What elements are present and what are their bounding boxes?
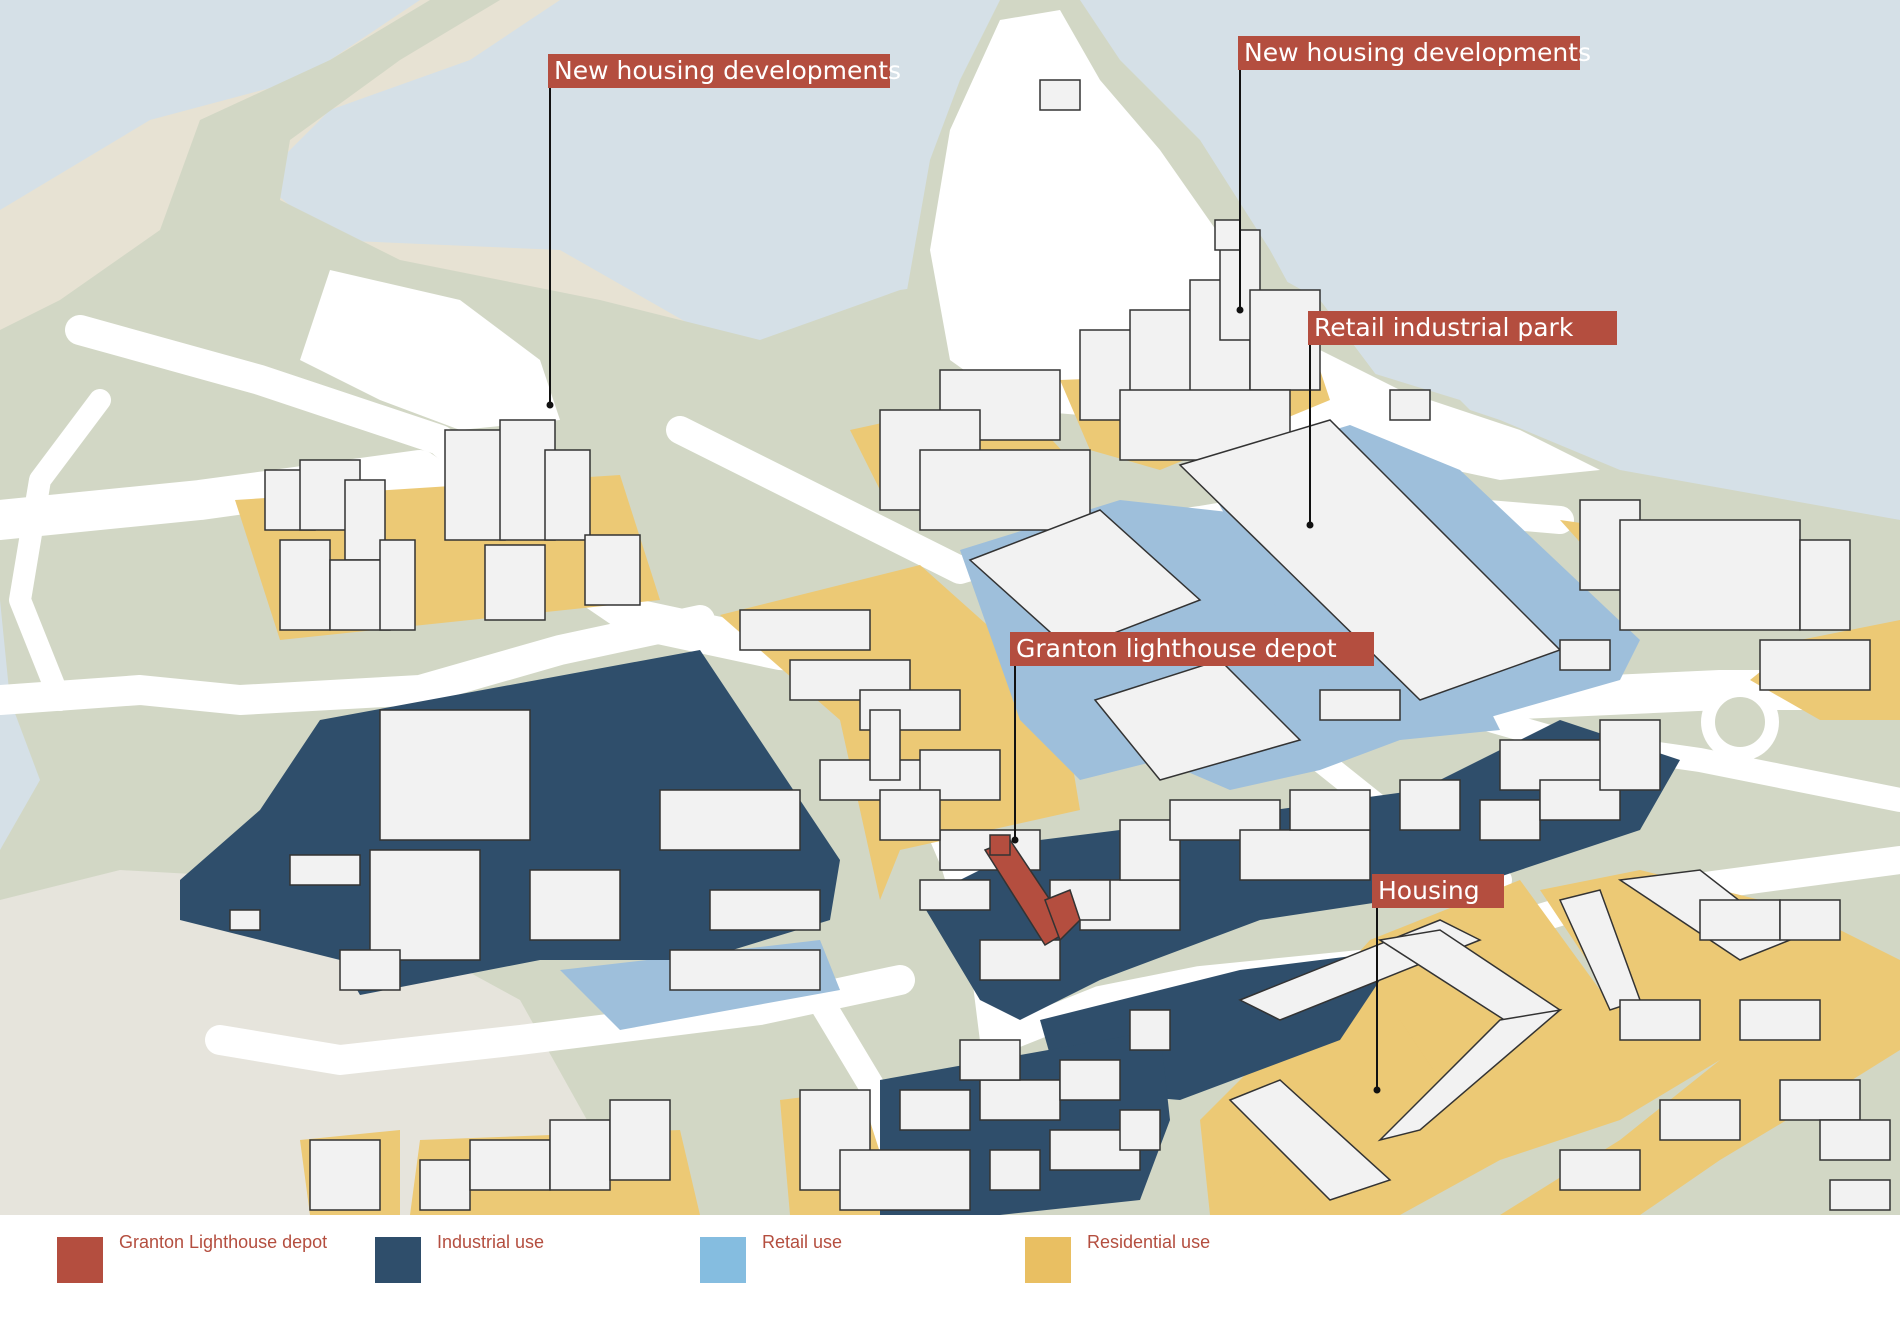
legend-item-retail: Retail use [700,1232,842,1283]
depot-building [983,834,1081,947]
map-illustration [0,0,1900,1215]
legend-item-industrial: Industrial use [375,1232,544,1283]
legend-item-residential: Residential use [1025,1232,1210,1283]
legend-label-depot: Granton Lighthouse depot [119,1232,328,1252]
legend-swatch-retail [700,1237,746,1283]
legend-swatch-residential [1025,1237,1071,1283]
roundabout [1701,683,1779,761]
callout-dots [546,306,1381,1094]
legend: Granton Lighthouse depot Industrial use … [0,1215,1900,1344]
buildings [229,79,1891,1211]
legend-label-retail: Retail use [762,1232,843,1252]
legend-label-industrial: Industrial use [437,1232,545,1252]
legend-item-depot: Granton Lighthouse depot [57,1232,327,1283]
legend-label-residential: Residential use [1087,1232,1211,1252]
callout-granton-lighthouse-depot: Granton lighthouse depot [1010,632,1374,666]
callout-leaders [549,70,1378,1090]
site-map: New housing developments New housing dev… [0,0,1900,1215]
callout-housing: Housing [1372,874,1504,908]
callout-retail-industrial-park: Retail industrial park [1308,311,1617,345]
open-area-nw [300,270,560,430]
legend-swatch-industrial [375,1237,421,1283]
callout-new-housing-northwest: New housing developments [548,54,901,88]
callout-new-housing-northeast: New housing developments [1238,36,1591,70]
legend-swatch-depot [57,1237,103,1283]
